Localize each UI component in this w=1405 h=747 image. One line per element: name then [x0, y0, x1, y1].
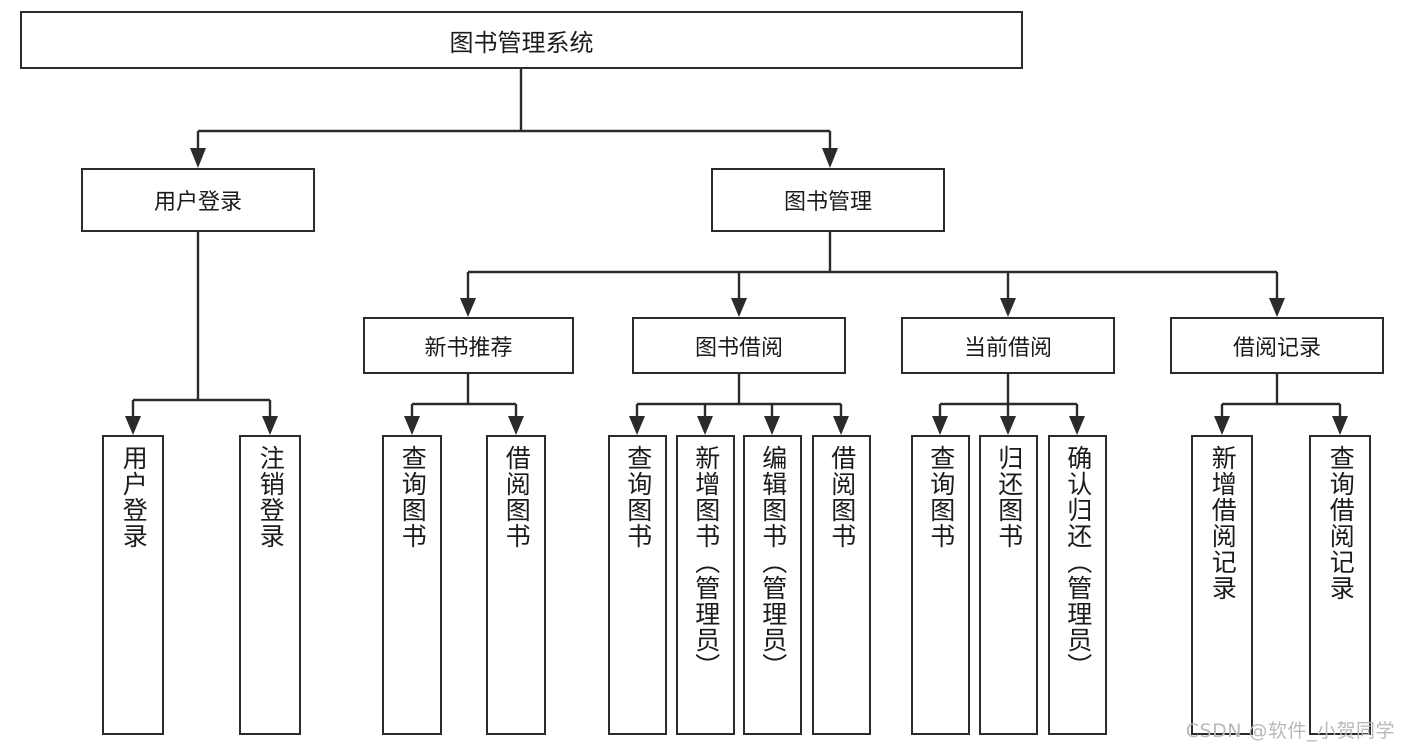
leaf-borrow-book-1[interactable]: 借阅图书 [486, 435, 546, 735]
leaf-return-book[interactable]: 归还图书 [979, 435, 1038, 735]
arrow-bookmgmt-c1 [460, 298, 476, 317]
leaf-query-book-1-label: 查询图书 [398, 445, 428, 549]
arrow-newbook-l1 [404, 416, 420, 435]
arrow-borrow-l3 [764, 416, 780, 435]
arrow-borrow-l2 [697, 416, 713, 435]
arrow-userlogin-l1 [125, 416, 141, 435]
leaf-add-borrow-record[interactable]: 新增借阅记录 [1191, 435, 1253, 735]
arrow-current-l3 [1069, 416, 1085, 435]
arrow-record-l1 [1214, 416, 1230, 435]
node-new-book-recommend[interactable]: 新书推荐 [363, 317, 574, 374]
arrow-borrow-l1 [629, 416, 645, 435]
leaf-edit-book-admin-label: 编辑图书（管理员） [758, 445, 788, 679]
node-borrow-record-label: 借阅记录 [1232, 335, 1321, 361]
node-user-login[interactable]: 用户登录 [81, 168, 315, 232]
arrow-userlogin-l2 [262, 416, 278, 435]
leaf-borrow-book-1-label: 借阅图书 [502, 445, 532, 549]
leaf-logout-label: 注销登录 [256, 445, 286, 549]
arrow-root-to-bookmgmt [822, 148, 838, 168]
arrow-current-l1 [932, 416, 948, 435]
leaf-add-book-admin[interactable]: 新增图书（管理员） [676, 435, 735, 735]
arrow-bookmgmt-c2 [731, 298, 747, 317]
arrow-current-l2 [1000, 416, 1016, 435]
leaf-add-book-admin-label: 新增图书（管理员） [691, 445, 721, 679]
leaf-query-book-2[interactable]: 查询图书 [608, 435, 667, 735]
leaf-confirm-return-admin[interactable]: 确认归还（管理员） [1048, 435, 1107, 735]
node-book-borrow[interactable]: 图书借阅 [632, 317, 846, 374]
arrow-bookmgmt-c4 [1269, 298, 1285, 317]
node-new-book-recommend-label: 新书推荐 [424, 335, 513, 361]
node-root[interactable]: 图书管理系统 [20, 11, 1023, 69]
arrow-record-l2 [1332, 416, 1348, 435]
leaf-query-borrow-record-label: 查询借阅记录 [1326, 445, 1356, 601]
leaf-borrow-book-2-label: 借阅图书 [827, 445, 857, 549]
node-user-login-label: 用户登录 [153, 190, 242, 215]
node-current-borrow[interactable]: 当前借阅 [901, 317, 1115, 374]
leaf-logout[interactable]: 注销登录 [239, 435, 301, 735]
leaf-query-book-1[interactable]: 查询图书 [382, 435, 442, 735]
leaf-edit-book-admin[interactable]: 编辑图书（管理员） [743, 435, 802, 735]
leaf-confirm-return-admin-label: 确认归还（管理员） [1063, 445, 1093, 679]
leaf-user-login[interactable]: 用户登录 [102, 435, 164, 735]
leaf-add-borrow-record-label: 新增借阅记录 [1208, 445, 1238, 601]
node-book-management[interactable]: 图书管理 [711, 168, 945, 232]
csdn-watermark: CSDN @软件_小贺同学 [1185, 720, 1395, 742]
leaf-query-borrow-record[interactable]: 查询借阅记录 [1309, 435, 1371, 735]
node-borrow-record[interactable]: 借阅记录 [1170, 317, 1384, 374]
leaf-query-book-3[interactable]: 查询图书 [911, 435, 970, 735]
arrow-root-to-userlogin [190, 148, 206, 168]
node-current-borrow-label: 当前借阅 [963, 335, 1052, 361]
leaf-return-book-label: 归还图书 [994, 445, 1024, 549]
node-root-label: 图书管理系统 [449, 28, 594, 57]
leaf-borrow-book-2[interactable]: 借阅图书 [812, 435, 871, 735]
arrow-bookmgmt-c3 [1000, 298, 1016, 317]
leaf-user-login-label: 用户登录 [119, 445, 149, 549]
arrow-borrow-l4 [833, 416, 849, 435]
leaf-query-book-3-label: 查询图书 [926, 445, 956, 549]
node-book-management-label: 图书管理 [783, 190, 872, 215]
leaf-query-book-2-label: 查询图书 [623, 445, 653, 549]
node-book-borrow-label: 图书借阅 [694, 335, 783, 361]
arrow-newbook-l2 [508, 416, 524, 435]
